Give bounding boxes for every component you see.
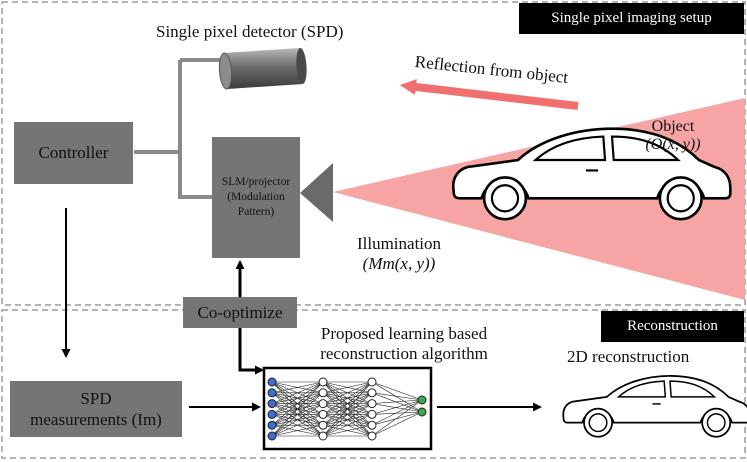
spd-label: Single pixel detector (SPD): [156, 22, 344, 41]
reconstruction-section-border: [1, 309, 746, 459]
network-edge: [371, 411, 423, 426]
controller-box: Controller: [14, 122, 133, 184]
neural-network-icon: [267, 377, 427, 441]
network-node: [318, 409, 328, 419]
object-label: Object (O(x, y)): [628, 118, 718, 155]
reconstructed-car-icon: [562, 374, 747, 438]
network-node: [417, 395, 427, 405]
network-edge: [322, 424, 373, 437]
network-node: [417, 407, 427, 417]
slm-lens-icon: [300, 163, 333, 222]
network-node: [367, 409, 377, 419]
measurements-title: SPD: [80, 388, 112, 408]
setup-section-title: Single pixel imaging setup: [551, 10, 712, 26]
network-node: [267, 377, 277, 387]
controller-wire: [134, 58, 224, 199]
network-edge: [322, 381, 373, 415]
spd-measurements-box: SPD measurements (Im): [10, 381, 182, 437]
network-edge: [371, 392, 423, 413]
network-node: [367, 431, 377, 441]
network-edge: [371, 381, 423, 401]
network-edge: [271, 392, 324, 437]
network-edge: [371, 381, 423, 413]
algorithm-label: Proposed learning based reconstruction a…: [296, 324, 512, 365]
network-edge: [271, 381, 324, 394]
network-edge: [371, 403, 423, 413]
reconstruction-section-title: Reconstruction: [627, 318, 718, 334]
network-edge: [371, 399, 423, 426]
network-node: [267, 431, 277, 441]
measurements-label: measurements (Im): [30, 410, 162, 429]
network-edge: [371, 411, 423, 415]
network-node: [267, 409, 277, 419]
network-node: [318, 377, 328, 387]
network-node: [367, 399, 377, 409]
algorithm-to-co-optimize-line: [238, 327, 264, 375]
network-node: [267, 388, 277, 398]
reflection-arrow: [400, 78, 579, 110]
object-title: Object: [651, 118, 695, 135]
network-edge: [322, 414, 373, 437]
network-edge: [271, 381, 324, 426]
network-node: [318, 399, 328, 409]
co-optimize-box: Co-optimize: [183, 297, 297, 328]
setup-section-badge: Single pixel imaging setup: [519, 3, 744, 34]
network-edge: [371, 399, 423, 404]
network-edge: [271, 381, 324, 404]
algorithm-title-line1: Proposed learning based: [320, 324, 488, 343]
network-node: [367, 377, 377, 387]
network-edge: [371, 399, 423, 437]
illumination-label: Illumination (Mm(x, y)): [348, 234, 450, 273]
network-edge: [322, 381, 373, 404]
network-edge: [371, 392, 423, 401]
detector-icon: [218, 48, 307, 90]
network-node: [318, 388, 328, 398]
network-edge: [271, 381, 324, 437]
network-node: [318, 431, 328, 441]
object-math: (O(x, y)): [645, 136, 701, 154]
algorithm-title-line2: reconstruction algorithm: [320, 344, 488, 364]
slm-projector-box: SLM/projector (Modulation Pattern): [212, 137, 300, 258]
network-edge: [322, 381, 373, 426]
network-node: [367, 420, 377, 430]
reconstruction-section-badge: Reconstruction: [601, 311, 744, 342]
network-node: [267, 399, 277, 409]
network-edge: [371, 411, 423, 437]
network-node: [318, 420, 328, 430]
network-edge: [371, 399, 423, 415]
controller-label: Controller: [38, 143, 109, 162]
network-edge: [271, 403, 324, 437]
reconstruction-2d-label: 2D reconstruction: [567, 347, 690, 366]
network-edge: [322, 381, 373, 394]
neural-network-box: [262, 366, 433, 451]
network-edge: [271, 414, 324, 437]
network-node: [267, 420, 277, 430]
network-edge: [322, 403, 373, 437]
network-node: [367, 388, 377, 398]
network-edge: [271, 381, 324, 415]
illumination-title: Illumination: [356, 234, 442, 253]
slm-pattern-label: (Modulation Pattern): [227, 191, 285, 218]
slm-label: SLM/projector: [221, 176, 291, 189]
network-edge: [322, 381, 373, 437]
network-edge: [322, 392, 373, 437]
co-optimize-label: Co-optimize: [197, 302, 283, 322]
illumination-math: (Mm(x, y)): [362, 253, 436, 273]
network-edge: [271, 424, 324, 437]
